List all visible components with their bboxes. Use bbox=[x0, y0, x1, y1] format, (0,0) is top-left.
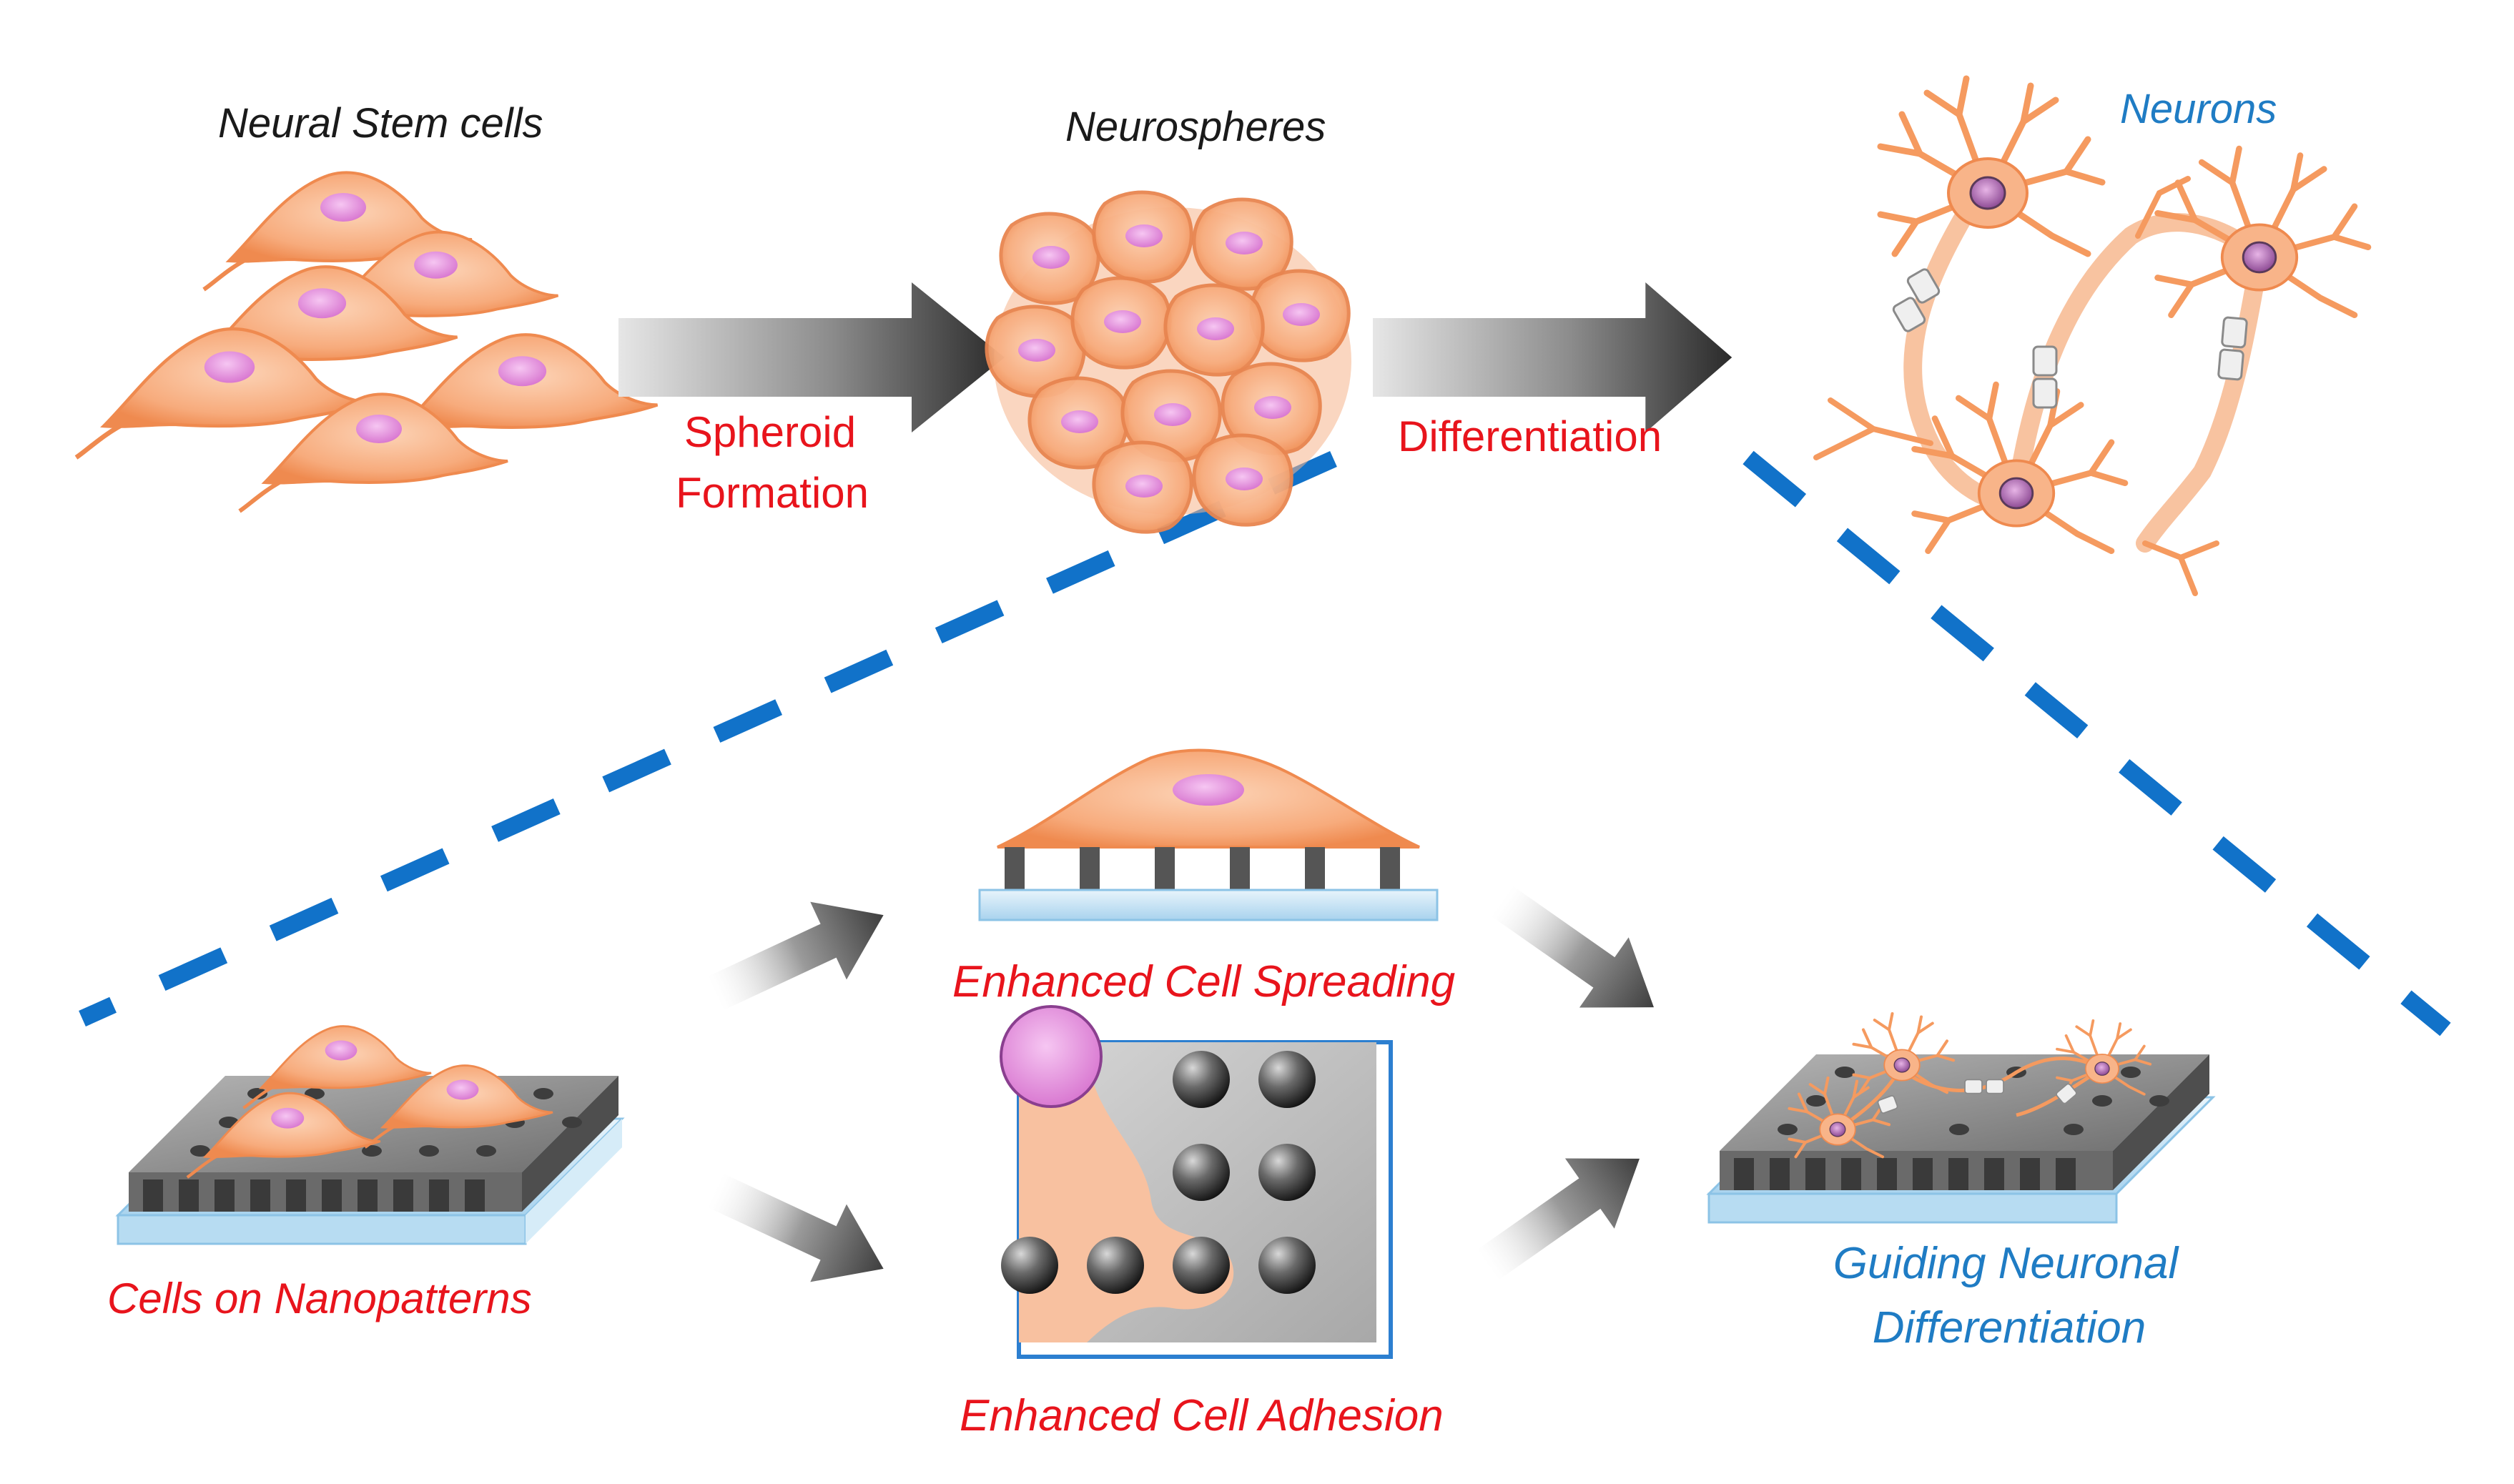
label-neurons: Neurons bbox=[2120, 86, 2277, 132]
arrow-to-spreading bbox=[696, 876, 902, 1033]
arrow-adhesion-to-guiding bbox=[1462, 1123, 1665, 1301]
label-neural-stem-cells: Neural Stem cells bbox=[218, 100, 543, 147]
arrow-spreading-to-guiding bbox=[1477, 865, 1679, 1043]
neurosphere-illustration bbox=[987, 192, 1351, 532]
dashed-connector-left bbox=[79, 451, 1337, 1027]
neural-stem-cells-illustration bbox=[76, 172, 657, 511]
label-neurospheres: Neurospheres bbox=[1065, 104, 1326, 150]
label-enhanced-cell-spreading: Enhanced Cell Spreading bbox=[952, 957, 1456, 1006]
arrow-to-adhesion bbox=[696, 1151, 902, 1308]
label-spheroid-formation-line1: Spheroid bbox=[684, 408, 857, 456]
guiding-neuronal-substrate bbox=[1706, 1014, 2216, 1224]
label-spheroid-formation-line2: Formation bbox=[675, 469, 869, 517]
label-enhanced-cell-adhesion: Enhanced Cell Adhesion bbox=[960, 1391, 1444, 1440]
dashed-connector-right bbox=[1742, 450, 2451, 1037]
label-guiding-neuronal-line1: Guiding Neuronal bbox=[1833, 1239, 2179, 1288]
label-guiding-neuronal-line2: Differentiation bbox=[1872, 1303, 2146, 1352]
nanopattern-substrate-with-cells bbox=[115, 1027, 625, 1245]
label-differentiation: Differentiation bbox=[1398, 412, 1662, 460]
label-cells-on-nanopatterns: Cells on Nanopatterns bbox=[107, 1275, 532, 1322]
neurons-illustration bbox=[1813, 79, 2368, 596]
arrow-differentiation bbox=[1373, 282, 1732, 432]
cell-spreading-illustration bbox=[978, 748, 1439, 921]
cell-adhesion-illustration bbox=[1000, 1005, 1393, 1359]
